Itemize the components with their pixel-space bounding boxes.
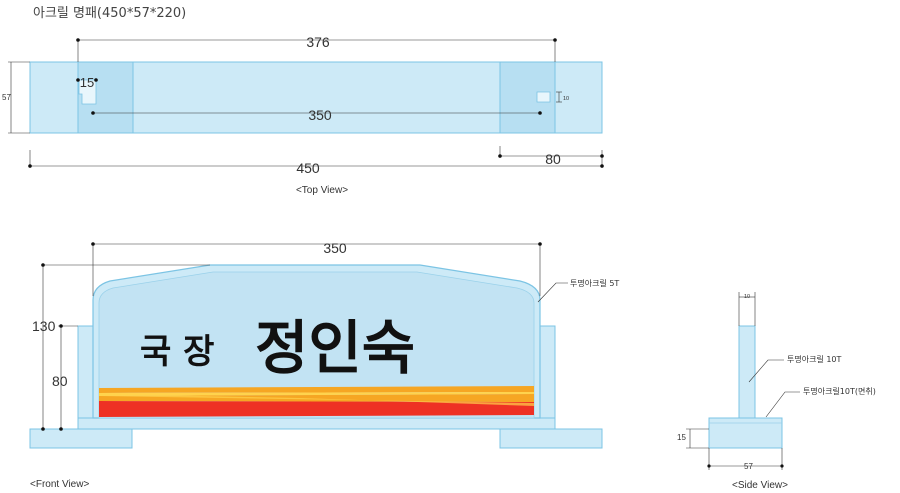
dim-dot: [553, 38, 557, 42]
dim-dot: [498, 154, 502, 158]
dim-dot: [94, 78, 98, 82]
dim-label-450: 450: [296, 160, 320, 176]
note-10t: 투명아크릴 10T: [787, 354, 842, 364]
dim-label-front-80: 80: [52, 373, 68, 389]
leader-line-5t: [537, 282, 568, 303]
front-base-rail: [77, 417, 556, 430]
dim-dot: [707, 464, 711, 468]
drawing-title: 아크릴 명패(450*57*220): [33, 6, 186, 21]
sign-title-text: 국 장: [140, 332, 214, 372]
leader-line-10t-chamfer: [765, 391, 800, 418]
stripe-yellow: [99, 392, 534, 396]
side-base: [708, 417, 783, 449]
dim-label-side-10: 10: [744, 294, 750, 300]
sign-name-text: 정인숙: [255, 314, 415, 382]
dim-dot: [41, 263, 45, 267]
dim-label-376: 376: [306, 34, 330, 50]
side-view: 10 15 57 투명아크릴 10T 투명아크릴10T(면취) <Side Vi…: [677, 292, 876, 491]
dim-dot: [91, 111, 95, 115]
dim-label-15: 15: [80, 75, 94, 90]
front-left-foot: [29, 428, 133, 449]
stripe-red: [99, 401, 534, 417]
side-view-label: <Side View>: [732, 480, 788, 491]
dim-label-front-350: 350: [323, 240, 347, 256]
sign-inner-panel: [98, 271, 535, 419]
dim-dot: [538, 242, 542, 246]
dim-label-10: 10: [563, 96, 569, 102]
front-right-foot: [499, 428, 603, 449]
dim-label-side-57: 57: [744, 462, 753, 471]
dim-label-57: 57: [2, 93, 11, 102]
dim-dot: [76, 38, 80, 42]
dim-label-350: 350: [308, 107, 332, 123]
front-view-label: <Front View>: [30, 479, 89, 490]
dim-label-130: 130: [32, 318, 56, 334]
dim-dot: [91, 242, 95, 246]
stripe-orange: [99, 386, 534, 393]
top-view-right-slot: [536, 91, 551, 103]
dim-dot: [59, 427, 63, 431]
top-view: 376 15 350 10 57 450 80 <Top View>: [2, 34, 604, 196]
side-upright: [738, 325, 756, 419]
note-5t: 투명아크릴 5T: [570, 278, 619, 288]
leader-line-10t: [748, 359, 784, 383]
dim-dot: [538, 111, 542, 115]
stripe-accent: [99, 394, 534, 406]
dim-dot: [59, 324, 63, 328]
front-view: 국 장 정인숙 350 130 80 투명아크릴 5T <Front View>: [29, 240, 619, 490]
note-10t-chamfer: 투명아크릴10T(면취): [803, 386, 876, 396]
dim-dot: [28, 164, 32, 168]
dim-dot: [76, 78, 80, 82]
dim-label-side-15: 15: [677, 433, 686, 442]
dim-dot: [41, 427, 45, 431]
dim-dot: [780, 464, 784, 468]
top-view-label: <Top View>: [296, 185, 348, 196]
dim-dot: [600, 154, 604, 158]
dim-dot: [600, 164, 604, 168]
dim-label-80: 80: [545, 151, 561, 167]
stripe-orange-2: [99, 394, 534, 402]
